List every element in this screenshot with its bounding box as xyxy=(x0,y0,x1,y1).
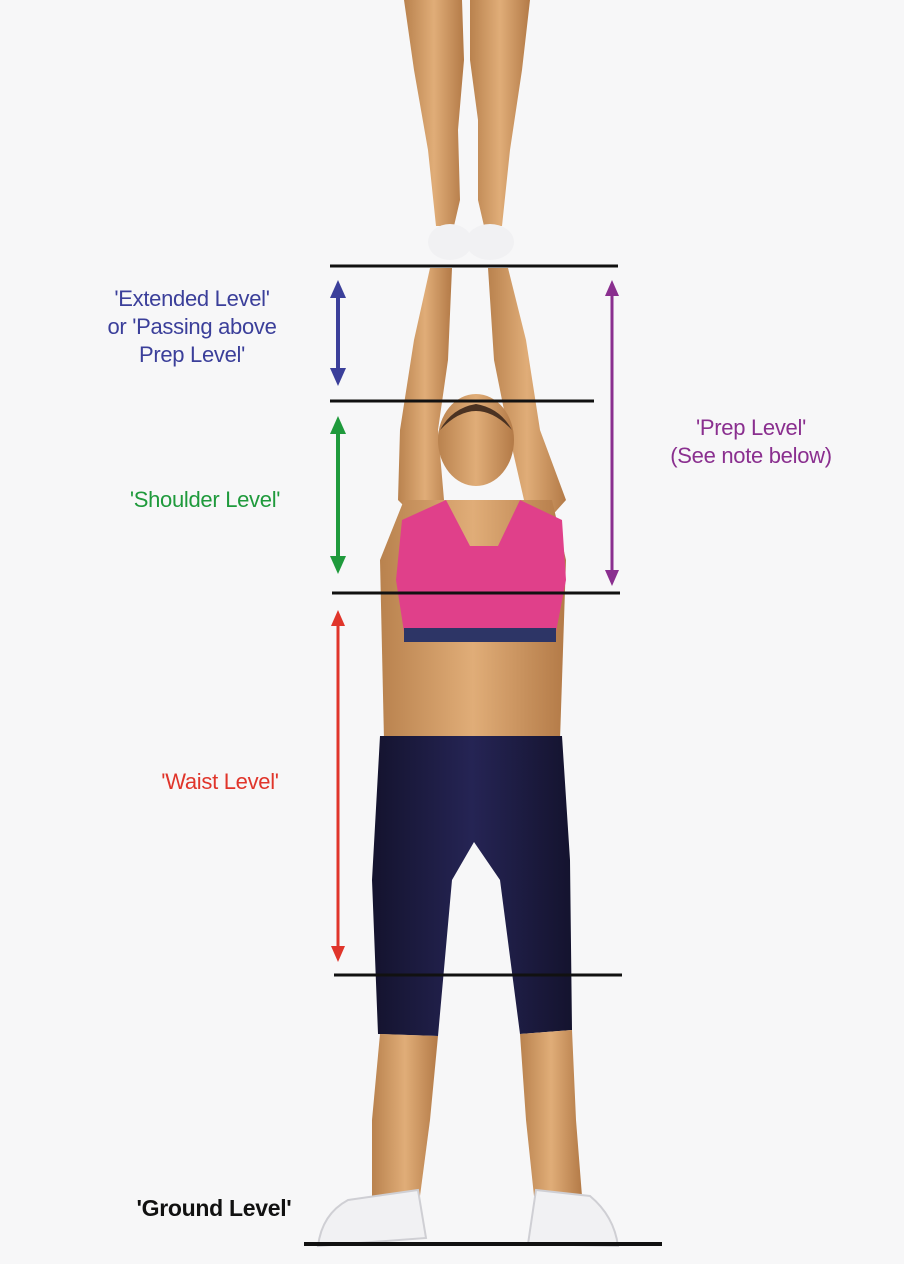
shoulder-label-text: 'Shoulder Level' xyxy=(94,486,316,514)
base-right-shoe xyxy=(528,1190,618,1246)
extended-label-line-1: 'Extended Level' xyxy=(76,285,308,313)
flyer-right-shoe xyxy=(466,224,514,260)
waist-arrow xyxy=(331,610,345,962)
shoulder-level-label: 'Shoulder Level' xyxy=(94,486,316,514)
waist-level-label: 'Waist Level' xyxy=(130,768,310,796)
prep-label-line-2: (See note below) xyxy=(636,442,866,470)
prep-level-label: 'Prep Level' (See note below) xyxy=(636,414,866,470)
base-left-shoe xyxy=(318,1190,426,1246)
ground-label-text: 'Ground Level' xyxy=(104,1194,324,1222)
prep-label-line-1: 'Prep Level' xyxy=(636,414,866,442)
prep-arrow xyxy=(605,280,619,586)
sports-top-trim xyxy=(404,628,556,642)
extended-label-line-3: Prep Level' xyxy=(76,341,308,369)
waist-label-text: 'Waist Level' xyxy=(130,768,310,796)
extended-arrow xyxy=(330,280,346,386)
flyer-legs xyxy=(404,0,530,260)
ground-level-label: 'Ground Level' xyxy=(104,1194,324,1222)
extended-level-label: 'Extended Level' or 'Passing above Prep … xyxy=(76,285,308,369)
base-pants xyxy=(372,736,572,1036)
shoulder-arrow xyxy=(330,416,346,574)
extended-label-line-2: or 'Passing above xyxy=(76,313,308,341)
flyer-left-shoe xyxy=(428,224,472,260)
